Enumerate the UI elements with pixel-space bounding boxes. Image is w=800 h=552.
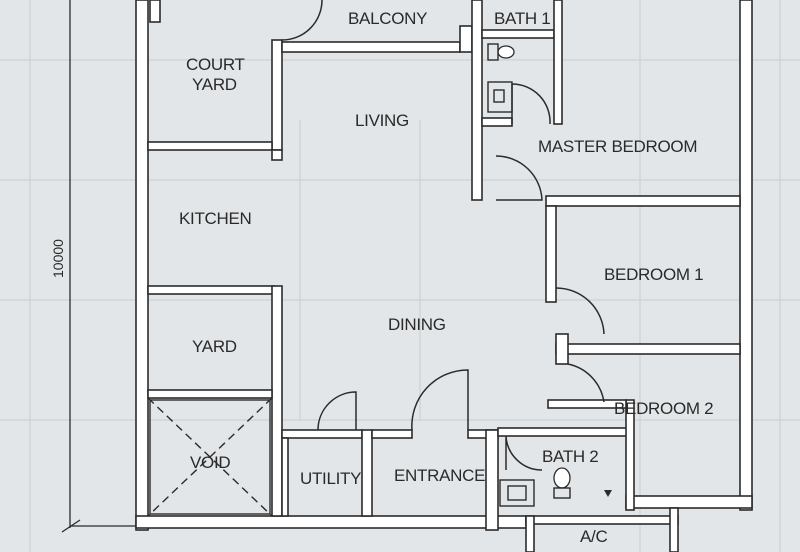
- interior-walls: [147, 0, 741, 552]
- sink-icon: [499, 479, 535, 507]
- room-label-yard: YARD: [192, 337, 237, 356]
- toilet-icon: [553, 467, 571, 489]
- doors: [281, 0, 605, 471]
- room-label-void: VOID: [190, 453, 230, 472]
- dimension-label: 10000: [50, 239, 66, 278]
- floor-trap-icon: [604, 490, 612, 497]
- room-label-bath-1: BATH 1: [494, 9, 550, 28]
- room-label-kitchen: KITCHEN: [179, 209, 252, 228]
- dimension-line: [61, 0, 140, 533]
- room-label-bedroom-2: BEDROOM 2: [614, 399, 713, 418]
- room-label-living: LIVING: [355, 111, 409, 130]
- room-label-master-bedroom: MASTER BEDROOM: [538, 137, 697, 156]
- room-label-court-yard-line1: COURT: [186, 55, 245, 74]
- room-label-bath-2: BATH 2: [542, 447, 598, 466]
- room-label-utility: UTILITY: [300, 469, 361, 488]
- room-label-court-yard-line2: YARD: [192, 75, 237, 94]
- fixtures: [487, 43, 612, 507]
- void-cross: [147, 397, 273, 517]
- toilet-icon: [497, 45, 515, 59]
- outer-walls: [135, 0, 753, 531]
- room-label-entrance: ENTRANCE: [394, 466, 485, 485]
- room-label-bedroom-1: BEDROOM 1: [604, 265, 703, 284]
- shower-tray-icon: [487, 81, 513, 113]
- room-label-dining: DINING: [388, 315, 446, 334]
- room-label-ac: A/C: [580, 527, 607, 546]
- room-label-balcony: BALCONY: [348, 9, 427, 28]
